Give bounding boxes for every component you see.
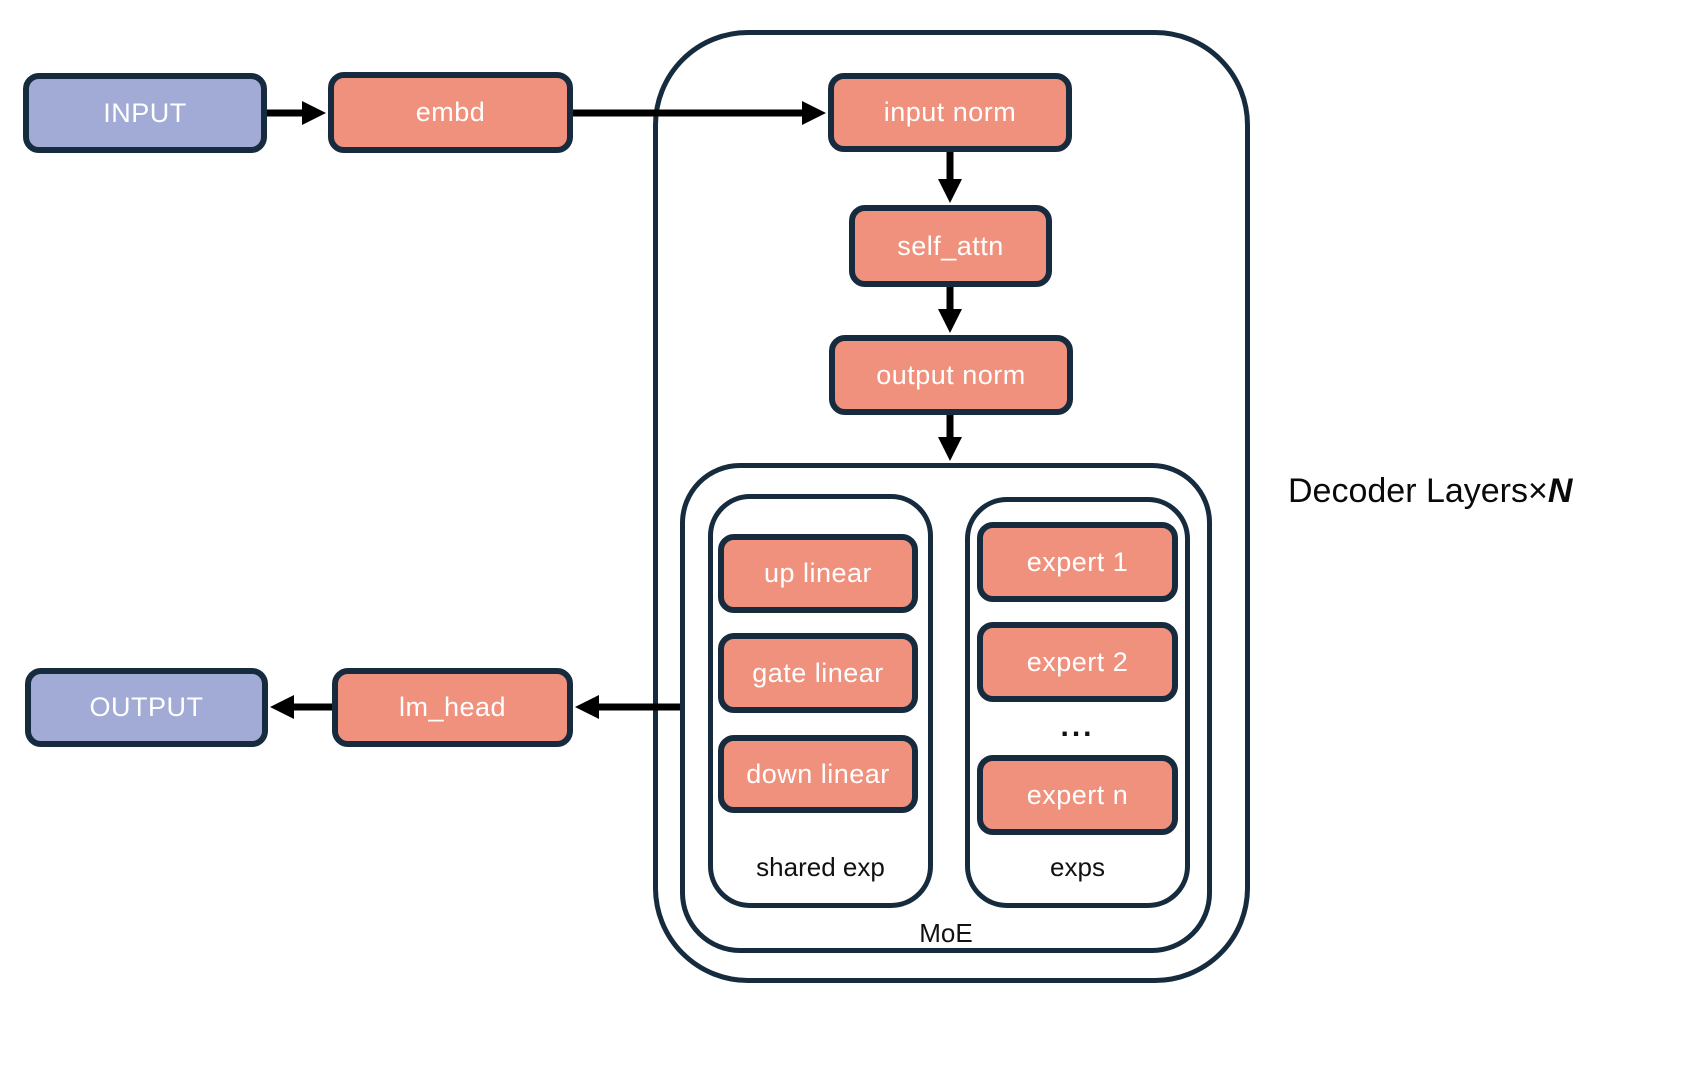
exps-container bbox=[965, 497, 1190, 908]
decoder-layers-label: Decoder Layers×N bbox=[1288, 472, 1572, 511]
decoder-layers-container bbox=[653, 30, 1250, 983]
lm-head-node: lm_head bbox=[332, 668, 573, 747]
output-norm-node: output norm bbox=[829, 335, 1073, 415]
decoder-layers-times: × bbox=[1528, 472, 1548, 510]
expert-1-node: expert 1 bbox=[977, 522, 1178, 602]
output-node: OUTPUT bbox=[25, 668, 268, 747]
gate-linear-node: gate linear bbox=[718, 633, 918, 713]
shared-exp-container bbox=[708, 494, 933, 908]
decoder-layers-label-text: Decoder Layers bbox=[1288, 472, 1529, 510]
input-node: INPUT bbox=[23, 73, 267, 153]
input-norm-node: input norm bbox=[828, 73, 1072, 152]
exps-label: exps bbox=[1050, 852, 1105, 882]
arrow-lm-head-to-output bbox=[270, 695, 332, 719]
expert-2-node: expert 2 bbox=[977, 622, 1178, 702]
arrow-input-to-embd bbox=[267, 101, 326, 125]
moe-label: MoE bbox=[919, 918, 973, 948]
down-linear-node: down linear bbox=[718, 735, 918, 813]
experts-ellipsis: ... bbox=[1060, 710, 1095, 743]
embd-node: embd bbox=[328, 72, 573, 153]
decoder-layers-n: N bbox=[1547, 472, 1573, 510]
self-attn-node: self_attn bbox=[849, 205, 1052, 287]
moe-container bbox=[680, 463, 1212, 953]
expert-n-node: expert n bbox=[977, 755, 1178, 835]
up-linear-node: up linear bbox=[718, 534, 918, 613]
shared-exp-label: shared exp bbox=[756, 852, 885, 882]
